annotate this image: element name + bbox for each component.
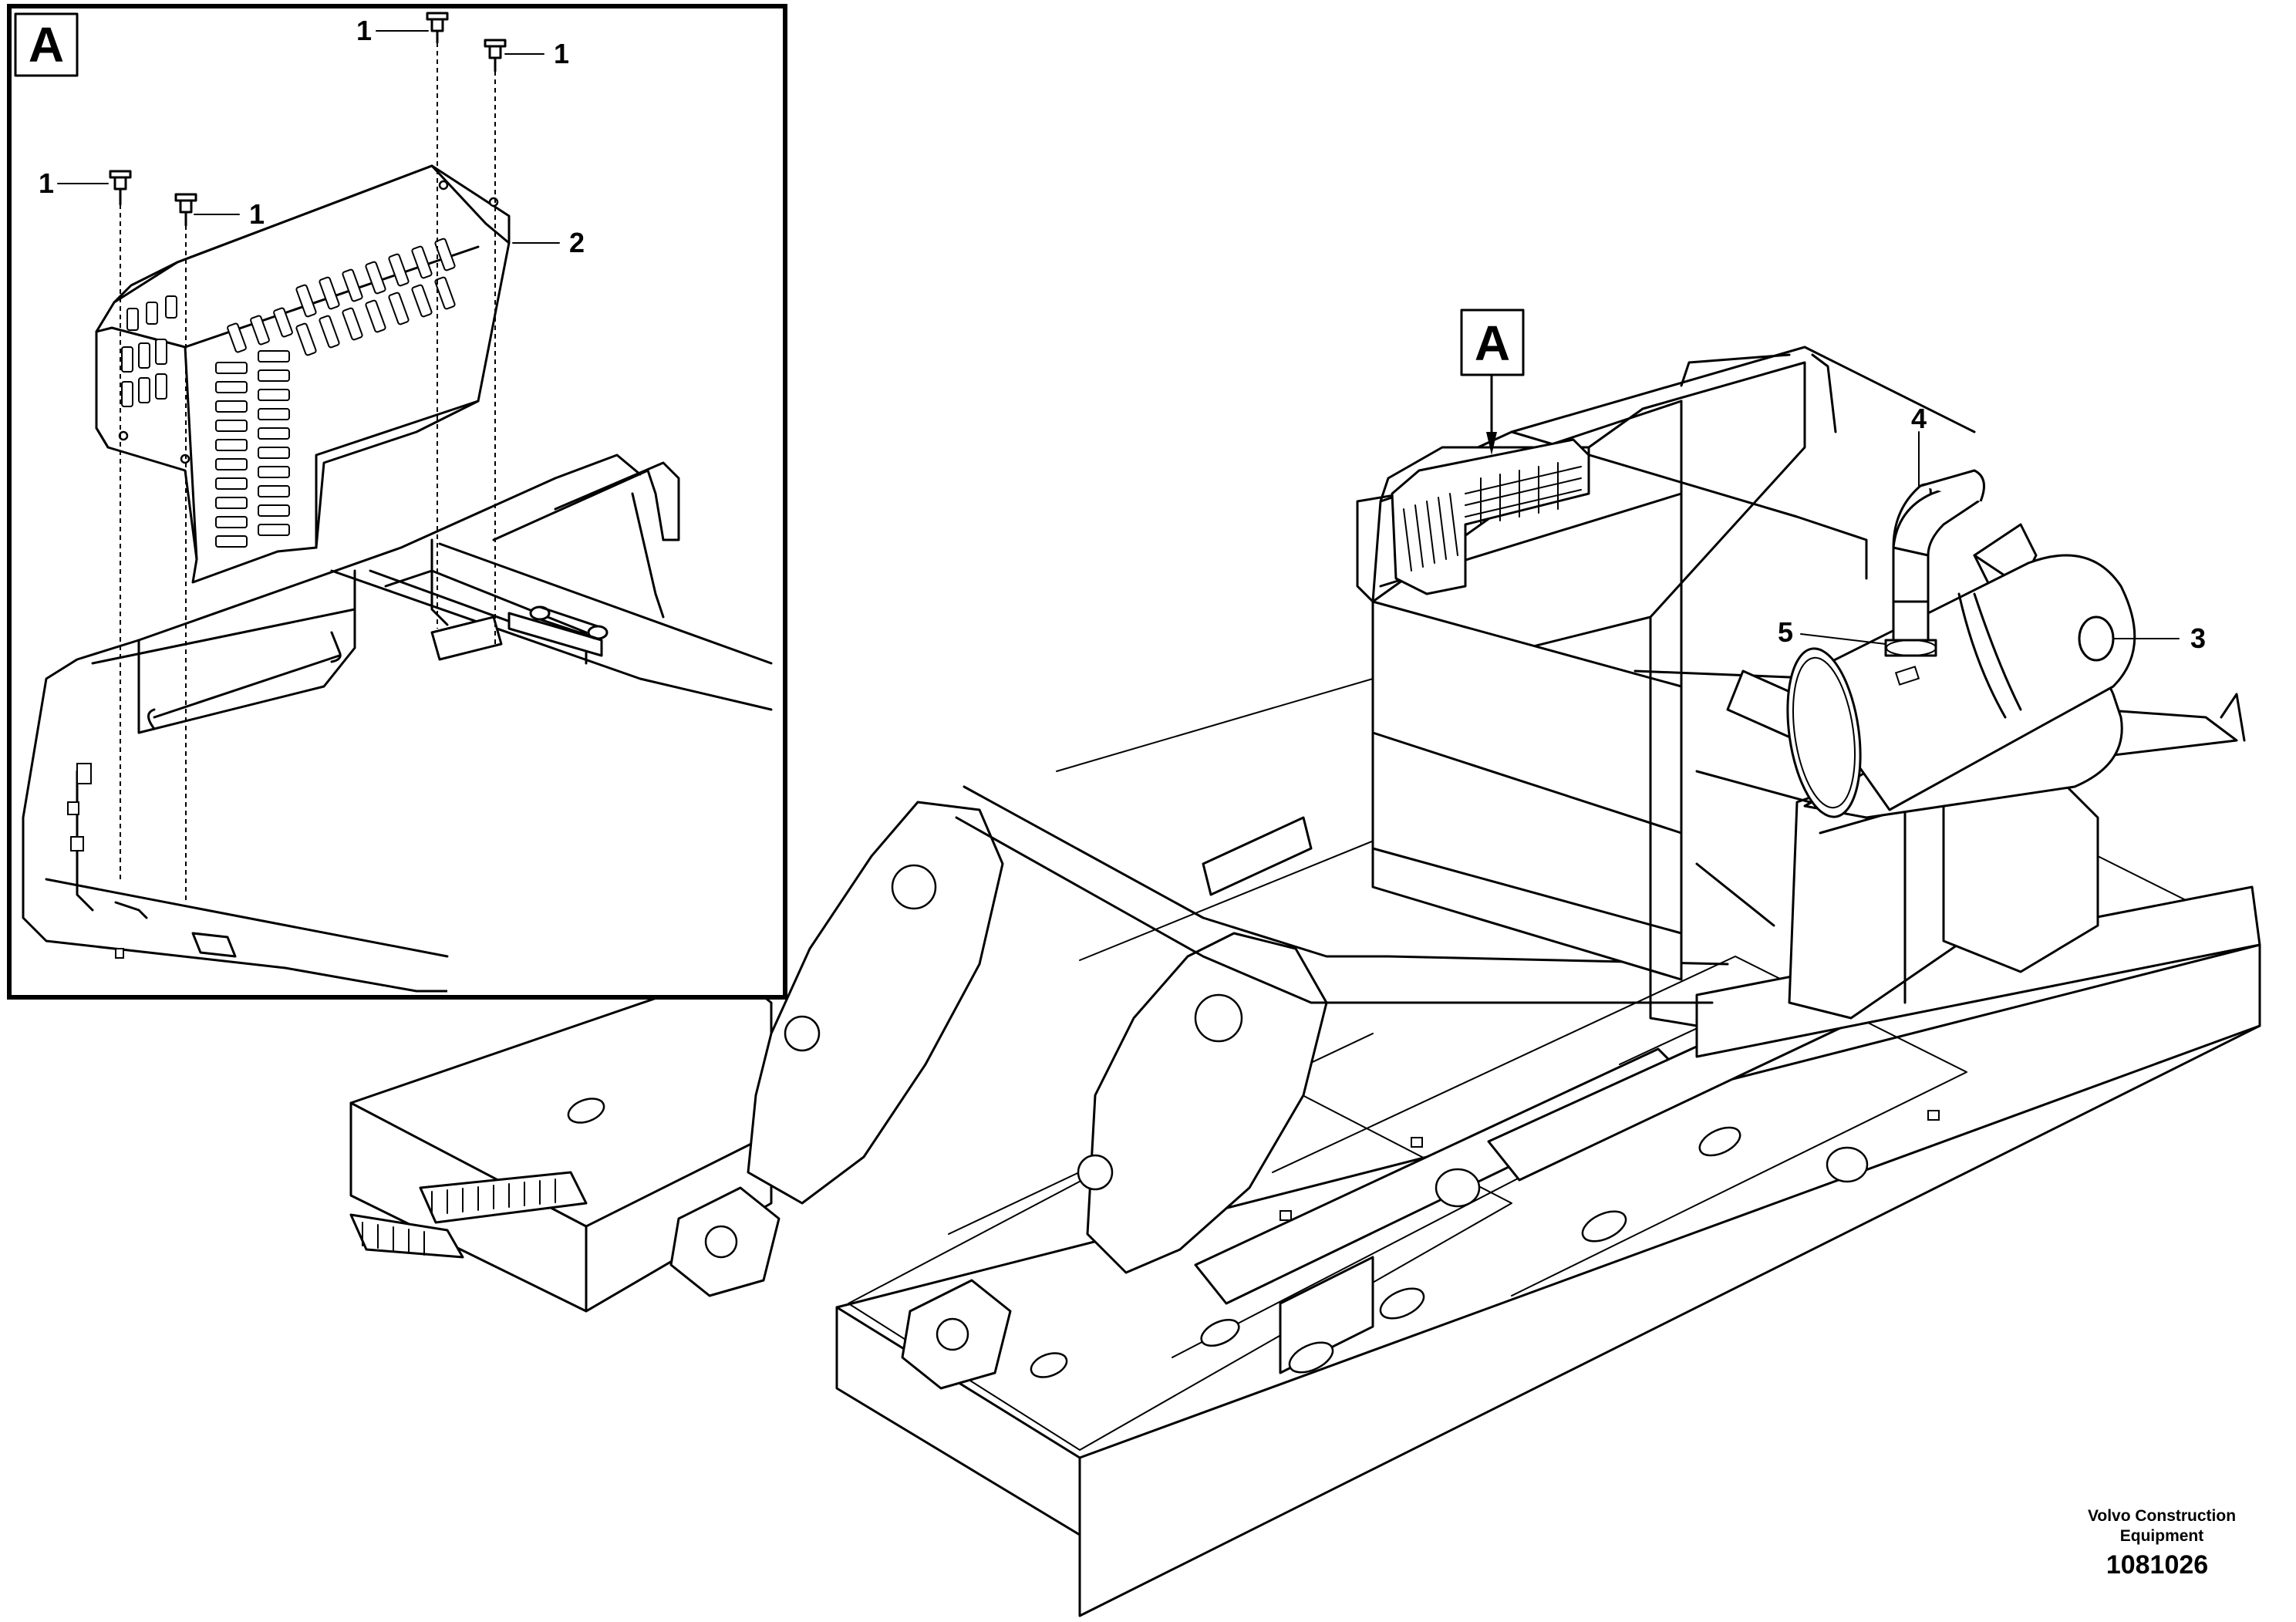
grille-cover-detail <box>95 164 511 584</box>
callouts-main: 4 5 3 <box>1778 403 2206 654</box>
callout-1c: 1 <box>356 15 372 46</box>
bolt-1c <box>426 12 449 629</box>
grille-cover-main <box>1391 438 1590 595</box>
callout-2: 2 <box>569 227 585 258</box>
hinge-detail <box>507 605 609 657</box>
document-number: 1081026 <box>2106 1550 2208 1580</box>
detail-view-label: A <box>29 17 64 73</box>
side-rail-right <box>835 943 2261 1617</box>
enclosure-side-panel <box>1371 600 1683 981</box>
muffler-outlet-ring <box>2078 615 2115 662</box>
callout-1b: 1 <box>249 198 265 230</box>
callout-4: 4 <box>1911 403 1927 434</box>
detail-marker-main: A <box>1460 309 1525 376</box>
detail-view-a: A <box>7 4 787 1000</box>
callout-5: 5 <box>1778 616 1793 648</box>
credit-line-2: Equipment <box>2120 1527 2204 1545</box>
callout-3: 3 <box>2190 622 2206 654</box>
step-pad <box>349 1171 588 1259</box>
callout-1a: 1 <box>39 167 54 199</box>
callout-1d: 1 <box>554 38 569 69</box>
title-block: Volvo Construction Equipment 1081026 <box>2088 1507 2236 1580</box>
bolt-1b <box>174 193 197 902</box>
exhaust-pipe <box>1884 469 1985 657</box>
credit-line-1: Volvo Construction <box>2088 1507 2236 1525</box>
boom-foot-brackets <box>669 785 1729 1390</box>
bolt-1d <box>484 39 507 644</box>
muffler <box>1786 554 2136 819</box>
detail-marker-main-label: A <box>1475 315 1510 371</box>
bolt-1a <box>109 170 132 879</box>
grille-slots <box>121 238 456 548</box>
